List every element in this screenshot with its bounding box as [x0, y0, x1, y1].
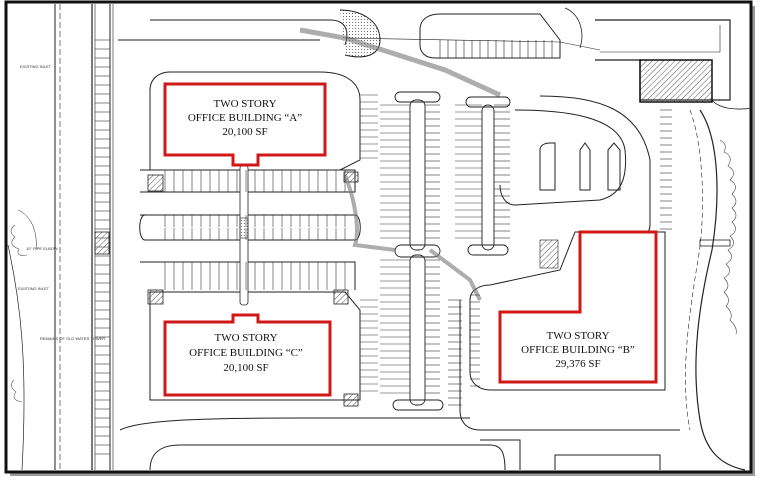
parking-stall-lines — [164, 94, 672, 406]
building-c-outline — [163, 313, 332, 397]
building-c-line-3: 20,100 SF — [223, 362, 268, 374]
building-c[interactable]: TWO STORY OFFICE BUILDING “C” 20,100 SF — [163, 313, 332, 397]
building-a-line-3: 20,100 SF — [222, 126, 267, 138]
lot-top-right — [419, 7, 753, 110]
building-a[interactable]: TWO STORY OFFICE BUILDING “A” 20,100 SF — [163, 82, 327, 167]
building-c-line-2: OFFICE BUILDING “C” — [189, 347, 303, 359]
tree-line-right — [719, 139, 737, 335]
building-b[interactable]: TWO STORY OFFICE BUILDING “B” 29,376 SF — [498, 230, 658, 384]
inlet-note-top: EXISTING INLET — [20, 64, 52, 69]
drive-top — [118, 9, 601, 98]
building-b-line-2: OFFICE BUILDING “B” — [521, 344, 635, 356]
building-c-line-1: TWO STORY — [214, 332, 277, 344]
pipe-note: 10" PIPE ELBOW — [26, 246, 58, 251]
tree-line-left — [10, 224, 28, 403]
building-a-outline — [163, 82, 327, 167]
building-b-line-1: TWO STORY — [546, 330, 609, 342]
road-left — [7, 4, 114, 471]
inlet-note-bottom: EXISTING INLET — [18, 286, 50, 291]
building-b-line-3: 29,376 SF — [555, 358, 600, 370]
building-b-outline — [498, 230, 658, 384]
building-a-line-2: OFFICE BUILDING “A” — [188, 112, 302, 124]
building-a-line-1: TWO STORY — [213, 98, 276, 110]
annotations-left: EXISTING INLET 10" PIPE ELBOW EXISTING I… — [18, 64, 105, 341]
parking-field — [94, 71, 746, 471]
remains-note: REMAINS OF OLD WATER TOWER — [40, 336, 105, 341]
